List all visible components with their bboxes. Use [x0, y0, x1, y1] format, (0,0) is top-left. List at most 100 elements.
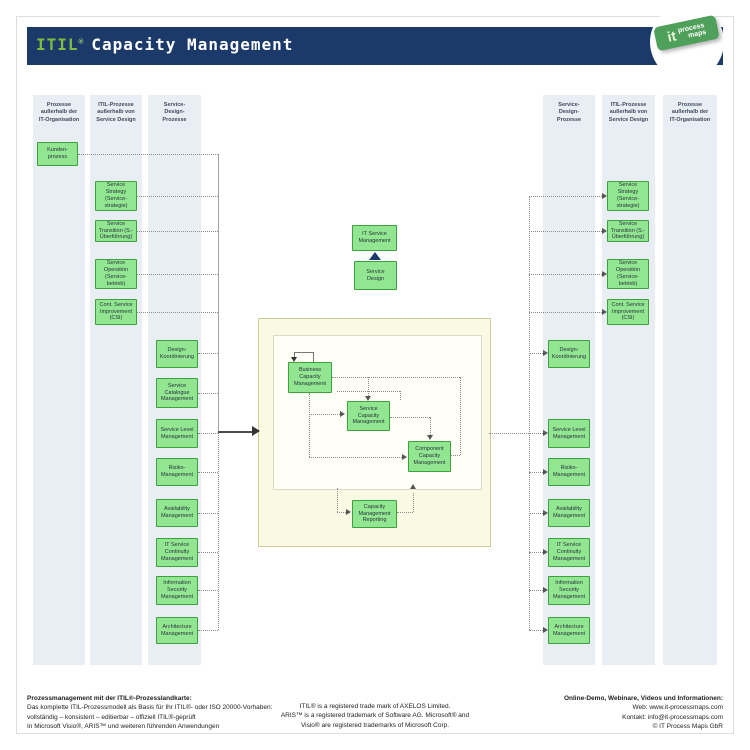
process-box-architecture-right[interactable]: Architecture Management: [548, 617, 590, 644]
process-box-component-capacity-management[interactable]: Component Capacity Management: [408, 441, 451, 472]
process-box-design-koordinierung-left[interactable]: Design- Koordinierung: [156, 340, 198, 368]
arrowhead-icon: [543, 350, 548, 356]
connector-line: [218, 154, 219, 433]
column-left-outside-it-org: Prozesse außerhalb der IT-Organisation: [33, 95, 85, 665]
footer-left-title: Prozessmanagement mit der ITIL®-Prozessl…: [27, 695, 192, 702]
connector-line: [450, 455, 460, 456]
header-bar: ITIL®Capacity Management: [27, 27, 723, 65]
arrowhead-icon: [427, 435, 433, 440]
connector-line: [397, 512, 413, 513]
process-box-service-operation-right[interactable]: Service Operation (Service- betrieb): [607, 259, 649, 289]
connector-line: [489, 433, 529, 434]
connector-line: [337, 391, 400, 392]
process-box-csi-right[interactable]: Cont. Service Improvement (CSI): [607, 299, 649, 325]
connector-line: [337, 512, 346, 513]
process-box-it-service-continuity-right[interactable]: IT Service Continuity Management: [548, 538, 590, 567]
process-box-service-design[interactable]: Service Design: [354, 261, 397, 290]
connector-line: [309, 393, 310, 457]
process-box-business-capacity-management[interactable]: Business Capacity Management: [288, 362, 332, 393]
arrowhead-icon: [291, 357, 297, 362]
process-box-service-operation-left[interactable]: Service Operation (Service- betrieb): [95, 259, 137, 289]
footer-left-line: vollständig – konsistent – editierbar – …: [27, 713, 196, 721]
arrowhead-icon: [602, 309, 607, 315]
process-box-service-capacity-management[interactable]: Service Capacity Management: [347, 401, 390, 431]
page-title-text: Capacity Management: [91, 35, 294, 54]
process-box-service-transition-right[interactable]: Service Transition (S.- Überführung): [607, 220, 649, 242]
process-box-information-security-right[interactable]: Information Security Management: [548, 576, 590, 605]
column-right-service-design-header: Service- Design- Prozesse: [556, 102, 582, 123]
connector-line: [137, 196, 218, 197]
column-left-service-design-header: Service- Design- Prozesse: [162, 102, 187, 123]
arrowhead-icon: [340, 411, 345, 417]
connector-line: [529, 590, 543, 591]
connector-line: [198, 353, 218, 354]
connector-line: [332, 377, 460, 378]
arrowhead-icon: [602, 228, 607, 234]
connector-line: [218, 431, 252, 433]
process-box-service-strategy-left[interactable]: Service Strategy (Service- strategie): [95, 181, 137, 211]
process-box-service-strategy-right[interactable]: Service Strategy (Service- strategie): [607, 181, 649, 211]
connector-line: [198, 513, 218, 514]
footer-center-line: Visio® are registered trademarks of Micr…: [300, 721, 450, 729]
footer-contact-link[interactable]: Kontakt: info@it-processmaps.com: [622, 713, 723, 721]
footer-left-line: In Microsoft Visio®, ARIS™ und weiteren …: [27, 723, 220, 731]
generalization-triangle-icon: [369, 252, 381, 260]
connector-line: [294, 352, 295, 358]
process-box-csi-left[interactable]: Cont. Service Improvement (CSI): [95, 299, 137, 325]
column-left-outside-it-org-header: Prozesse außerhalb der IT-Organisation: [38, 102, 80, 123]
process-box-kundenprozess[interactable]: Kunden- prozess: [37, 142, 78, 166]
connector-line: [529, 630, 543, 631]
process-box-service-catalogue-left[interactable]: Service Catalogue Management: [156, 378, 198, 408]
connector-line: [529, 274, 602, 275]
process-box-information-security-left[interactable]: Information Security Management: [156, 576, 198, 605]
footer-copyright: © IT Process Maps GbR: [652, 723, 723, 731]
process-box-risiko-left[interactable]: Risiko- Management: [156, 458, 198, 486]
process-box-availability-right[interactable]: Availability Management: [548, 499, 590, 527]
connector-line: [529, 231, 602, 232]
connector-line: [460, 377, 461, 455]
connector-line: [529, 433, 543, 434]
arrowhead-icon: [346, 509, 351, 515]
footer-left-line: Das komplette ITIL-Prozessmodell als Bas…: [27, 704, 273, 712]
connector-line: [390, 417, 430, 418]
connector-line: [529, 552, 543, 553]
column-right-itil-outside-sd-header: ITIL-Prozesse außerhalb von Service Desi…: [608, 102, 649, 123]
process-box-availability-left[interactable]: Availability Management: [156, 499, 198, 527]
process-box-it-service-management[interactable]: IT Service Management: [352, 225, 397, 251]
arrowhead-icon: [402, 454, 407, 460]
process-box-it-service-continuity-left[interactable]: IT Service Continuity Management: [156, 538, 198, 567]
arrowhead-icon: [602, 271, 607, 277]
page-title: ITIL®Capacity Management: [36, 35, 293, 54]
itil-brand: ITIL: [36, 35, 79, 54]
arrowhead-icon: [543, 627, 548, 633]
process-box-design-koordinierung-right[interactable]: Design- Koordinierung: [548, 340, 590, 368]
column-right-service-design: Service- Design- Prozesse: [543, 95, 595, 665]
process-box-architecture-left[interactable]: Architecture Management: [156, 617, 198, 644]
connector-line: [529, 196, 602, 197]
arrowhead-icon: [543, 549, 548, 555]
footer-center-line: ARIS™ is a registered trademark of Softw…: [280, 712, 470, 720]
process-box-capacity-management-reporting[interactable]: Capacity Management Reporting: [352, 500, 397, 528]
footer-web-link[interactable]: Web: www.it-processmaps.com: [632, 704, 723, 712]
arrowhead-icon: [365, 396, 371, 401]
connector-line: [529, 196, 530, 630]
connector-line: [198, 630, 218, 631]
column-right-outside-it-org-header: Prozesse außerhalb der IT-Organisation: [669, 102, 711, 123]
arrowhead-icon: [410, 484, 416, 489]
column-right-outside-it-org: Prozesse außerhalb der IT-Organisation: [663, 95, 717, 665]
process-box-service-level-left[interactable]: Service Level Management: [156, 419, 198, 448]
process-box-risiko-right[interactable]: Risiko- Management: [548, 458, 590, 486]
connector-line: [137, 274, 218, 275]
process-box-service-transition-left[interactable]: Service Transition (S.- Überführung): [95, 220, 137, 242]
connector-line: [337, 488, 338, 512]
connector-line: [313, 352, 314, 362]
connector-line: [198, 433, 218, 434]
connector-line: [198, 393, 218, 394]
connector-line: [529, 513, 543, 514]
process-box-service-level-right[interactable]: Service Level Management: [548, 419, 590, 448]
footer-left: Prozessmanagement mit der ITIL®-Prozessl…: [27, 694, 272, 732]
